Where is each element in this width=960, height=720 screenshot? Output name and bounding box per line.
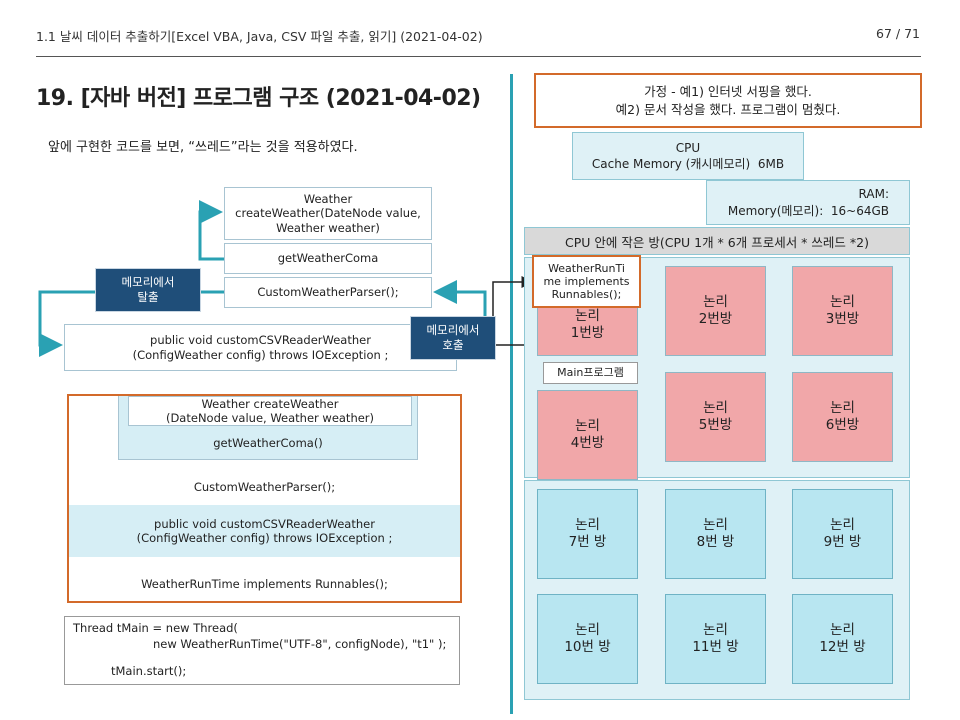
cpu-rooms-header-label: CPU 안에 작은 방(CPU 1개 * 6개 프로세서 * 쓰레드 *2)	[565, 234, 869, 250]
room-5-label: 논리 5번방	[698, 400, 733, 433]
stack-weather-create-label: Weather createWeather (DateNode value, W…	[165, 396, 375, 425]
room-8-label: 논리 8번 방	[696, 517, 735, 550]
room-7-label: 논리 7번 방	[568, 517, 607, 550]
header-divider	[36, 56, 921, 57]
memory-call-badge: 메모리에서 호출	[410, 316, 496, 360]
room-3-label: 논리 3번방	[825, 294, 860, 327]
thread-code-block: Thread tMain = new Thread( new WeatherRu…	[64, 616, 460, 685]
stack-get-weather-coma-label: getWeatherComa()	[213, 436, 323, 450]
room-10-label: 논리 10번 방	[564, 622, 611, 655]
runtime-note-label: WeatherRunTi me implements Runnables();	[543, 261, 630, 302]
room-10: 논리 10번 방	[537, 594, 638, 684]
room-6-label: 논리 6번방	[825, 400, 860, 433]
room-5: 논리 5번방	[665, 372, 766, 462]
main-program-box: Main프로그램	[543, 362, 638, 384]
assumption-label: 가정 - 예1) 인터넷 서핑을 했다. 예2) 문서 작성을 했다. 프로그램…	[615, 84, 841, 117]
room-2-label: 논리 2번방	[698, 294, 733, 327]
room-11: 논리 11번 방	[665, 594, 766, 684]
ram-label: RAM: Memory(메모리): 16~64GB	[727, 187, 889, 218]
room-4-label: 논리 4번방	[570, 418, 605, 451]
custom-parser-box: CustomWeatherParser();	[224, 277, 432, 308]
code-line-3: tMain.start();	[111, 664, 187, 679]
room-9-label: 논리 9번 방	[823, 517, 862, 550]
room-4: 논리 4번방	[537, 390, 638, 480]
weather-create-label: Weather createWeather(DateNode value, We…	[235, 191, 421, 235]
stack-custom-csv-reader-label: public void customCSVReaderWeather (Conf…	[136, 516, 393, 545]
room-2: 논리 2번방	[665, 266, 766, 356]
get-weather-coma-label: getWeatherComa	[277, 251, 379, 266]
cpu-box: CPU Cache Memory (캐시메모리) 6MB	[572, 132, 804, 180]
room-8: 논리 8번 방	[665, 489, 766, 579]
main-program-label: Main프로그램	[557, 366, 624, 380]
room-12: 논리 12번 방	[792, 594, 893, 684]
cpu-rooms-header: CPU 안에 작은 방(CPU 1개 * 6개 프로세서 * 쓰레드 *2)	[524, 227, 910, 255]
code-line-1: Thread tMain = new Thread(	[73, 621, 238, 635]
memory-out-label: 메모리에서 탈출	[121, 275, 175, 304]
get-weather-coma-box: getWeatherComa	[224, 243, 432, 274]
arrow-to-weather	[198, 200, 224, 261]
room-12-label: 논리 12번 방	[819, 622, 866, 655]
ram-box: RAM: Memory(메모리): 16~64GB	[706, 180, 910, 225]
room-6: 논리 6번방	[792, 372, 893, 462]
memory-call-label: 메모리에서 호출	[426, 323, 480, 352]
memory-out-badge: 메모리에서 탈출	[95, 268, 201, 312]
stack-custom-parser-label: CustomWeatherParser();	[193, 480, 336, 494]
weather-create-box: Weather createWeather(DateNode value, We…	[224, 187, 432, 240]
stack-custom-csv-reader: public void customCSVReaderWeather (Conf…	[69, 505, 460, 557]
room-7: 논리 7번 방	[537, 489, 638, 579]
stack-runtime-label: WeatherRunTime implements Runnables();	[141, 577, 388, 591]
page-title: 19. [자바 버전] 프로그램 구조 (2021-04-02)	[36, 86, 481, 111]
stack-runtime: WeatherRunTime implements Runnables();	[69, 570, 460, 598]
custom-csv-reader-label: public void customCSVReaderWeather (Conf…	[132, 333, 389, 362]
stack-custom-parser: CustomWeatherParser();	[69, 474, 460, 500]
stack-weather-create-box: Weather createWeather (DateNode value, W…	[128, 396, 412, 426]
vertical-divider	[510, 74, 513, 714]
stack-get-weather-coma: getWeatherComa()	[118, 432, 418, 454]
custom-csv-reader-box: public void customCSVReaderWeather (Conf…	[64, 324, 457, 371]
assumption-box: 가정 - 예1) 인터넷 서핑을 했다. 예2) 문서 작성을 했다. 프로그램…	[534, 73, 922, 128]
code-line-2: new WeatherRunTime("UTF-8", configNode),…	[153, 636, 447, 651]
page-subtitle: 앞에 구현한 코드를 보면, “쓰레드”라는 것을 적용하였다.	[48, 140, 358, 155]
breadcrumb: 1.1 날씨 데이터 추출하기[Excel VBA, Java, CSV 파일 …	[36, 29, 483, 44]
cpu-label: CPU Cache Memory (캐시메모리) 6MB	[591, 140, 785, 171]
room-9: 논리 9번 방	[792, 489, 893, 579]
runtime-note-box: WeatherRunTi me implements Runnables();	[532, 255, 641, 308]
page-number: 67 / 71	[876, 26, 920, 41]
custom-parser-label: CustomWeatherParser();	[257, 285, 399, 300]
room-1-label: 논리 1번방	[570, 308, 605, 341]
room-11-label: 논리 11번 방	[692, 622, 739, 655]
room-3: 논리 3번방	[792, 266, 893, 356]
